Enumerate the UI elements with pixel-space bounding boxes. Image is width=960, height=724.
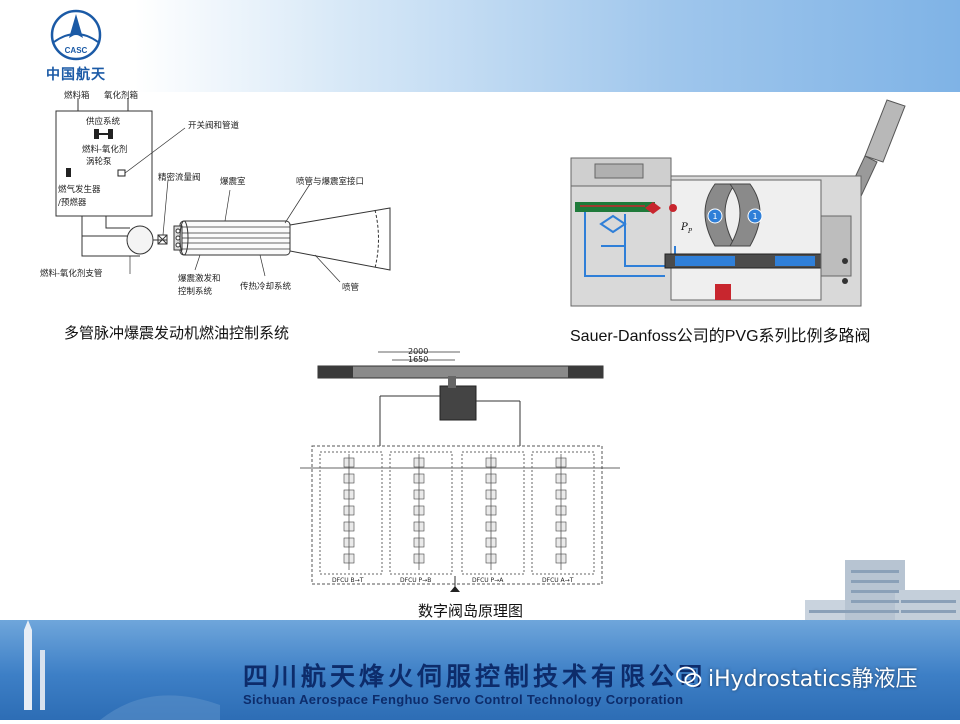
label-supply-system: 供应系统: [86, 116, 121, 127]
dim-outer: 2000: [408, 347, 428, 356]
pump-icon: [450, 586, 460, 592]
pp-label: P: [680, 222, 688, 233]
nozzle-shape: [289, 207, 391, 271]
watermark: iHydrostatics静液压: [676, 661, 918, 693]
label-turbopump-2: 涡轮泵: [86, 156, 112, 167]
logo-badge-text: CASC: [65, 46, 88, 55]
wechat-icon: [676, 666, 702, 687]
pvg-valve-illustration: 1 1 P P: [565, 96, 915, 316]
label-branch-pipe: 燃料-氧化剂支管: [40, 268, 102, 279]
valve-unit-2: DFCU P→B: [389, 451, 453, 584]
port-icon-2: [747, 208, 763, 224]
valve-icon: [117, 169, 126, 177]
dim-inner: 1650: [408, 355, 428, 364]
casc-logo: CASC 中国航天: [36, 8, 116, 83]
actuator-cylinder: [439, 385, 477, 421]
port-label-1: 1: [712, 212, 717, 221]
unit-4-label: DFCU A→T: [542, 577, 574, 584]
pp-sub-label: P: [687, 228, 693, 235]
precision-valve-icon: [157, 234, 168, 245]
watermark-text: iHydrostatics静液压: [708, 667, 918, 692]
label-detonation-chamber: 爆震室: [220, 176, 246, 187]
company-name-cn: 四川航天烽火伺服控制技术有限公司: [243, 662, 708, 691]
caption-digital-valve-island: 数字阀岛原理图: [418, 602, 524, 620]
label-cooling: 传热冷却系统: [240, 281, 292, 292]
green-bar: [575, 202, 655, 212]
valve-unit-3: DFCU P→A: [461, 451, 525, 584]
label-oxidizer-tank: 氧化剂箱: [104, 90, 139, 101]
unit-2-label: DFCU P→B: [400, 577, 431, 584]
turbopump-icon: [94, 129, 113, 139]
valve-unit-1: DFCU B→T: [319, 451, 383, 584]
valve-island-frame: [311, 445, 603, 585]
bridge-icon: [599, 214, 627, 234]
label-ignition-1: 爆震激发和: [178, 273, 221, 284]
detonation-tubes: [173, 220, 291, 256]
logo-text: 中国航天: [46, 67, 106, 83]
label-precision-valve: 精密流量阀: [158, 172, 201, 183]
caption-pulse-detonation: 多管脉冲爆震发动机燃油控制系统: [64, 324, 290, 342]
injector-disc: [126, 225, 154, 255]
red-block-icon: [715, 284, 731, 300]
port-label-2: 1: [752, 212, 757, 221]
header-band: [0, 0, 960, 92]
footer-banner: 四川航天烽火伺服控制技术有限公司 Sichuan Aerospace Fengh…: [0, 620, 960, 720]
rocket-icon: [24, 620, 220, 720]
label-nozzle: 喷管: [342, 282, 359, 293]
pulse-detonation-diagram: 燃料箱 氧化剂箱 供应系统 燃料-氧化剂 涡轮泵 开关阀和管道 燃气发生器 /预…: [30, 86, 400, 316]
label-gas-generator-2: /预燃器: [58, 197, 87, 208]
company-name-en: Sichuan Aerospace Fenghuo Servo Control …: [243, 692, 684, 707]
label-valves-pipes: 开关阀和管道: [188, 120, 240, 131]
red-valve-icon: [645, 202, 661, 214]
label-ignition-2: 控制系统: [178, 286, 213, 297]
unit-3-label: DFCU P→A: [472, 577, 504, 584]
unit-1-label: DFCU B→T: [332, 577, 364, 584]
label-gas-generator-1: 燃气发生器: [58, 184, 101, 195]
label-fuel-tank: 燃料箱: [64, 90, 90, 101]
digital-valve-island-diagram: 2000 1650 DFCU B→T: [300, 346, 620, 596]
label-turbopump-1: 燃料-氧化剂: [82, 144, 127, 155]
caption-pvg-valve: Sauer-Danfoss公司的PVG系列比例多路阀: [570, 328, 871, 345]
valve-unit-4: DFCU A→T: [531, 451, 595, 584]
port-icon-1: [707, 208, 723, 224]
label-nozzle-interface: 喷管与爆震室接口: [296, 176, 364, 187]
load-beam: [317, 365, 604, 379]
generator-icon: [66, 168, 71, 177]
